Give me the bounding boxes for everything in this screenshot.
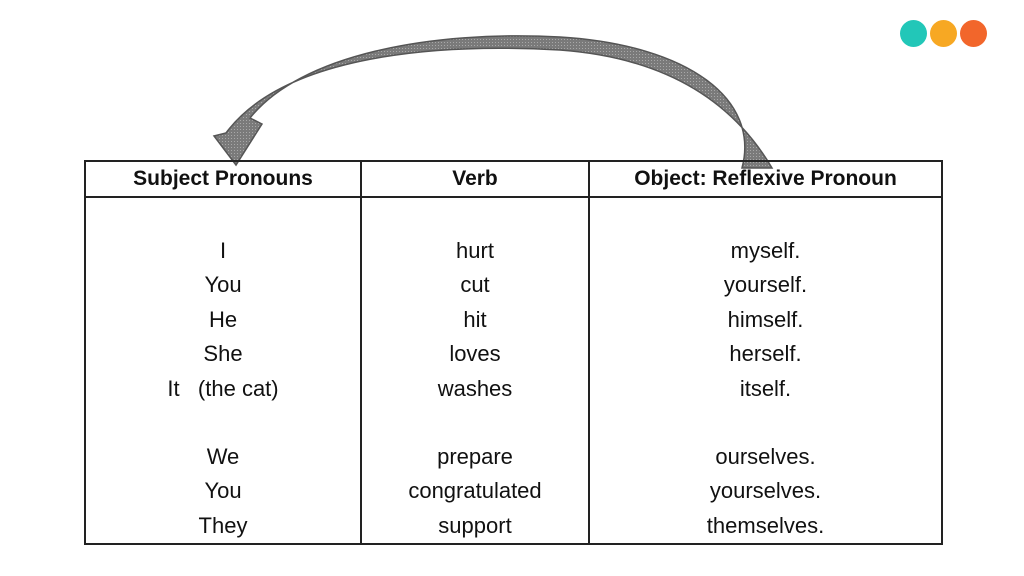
- pronoun-table: Subject Pronouns Verb Object: Reflexive …: [84, 160, 943, 546]
- list-item: I: [219, 238, 227, 263]
- red-dot: [960, 20, 987, 47]
- list-item: itself.: [739, 375, 792, 401]
- reflexives-column: myself. yourself. himself. herself. itse…: [588, 195, 943, 546]
- orange-dot: [930, 20, 957, 47]
- list-item: We: [206, 444, 240, 470]
- list-item: hit: [463, 306, 487, 332]
- list-item: cut: [460, 272, 490, 298]
- list-item: He: [208, 306, 238, 332]
- list-item: You: [204, 478, 242, 504]
- list-item: prepare: [437, 444, 513, 470]
- list-item: She: [203, 341, 243, 367]
- list-item: It (the cat): [167, 375, 279, 401]
- list-item: himself.: [727, 306, 804, 332]
- header-subject-pronouns: Subject Pronouns: [84, 160, 362, 198]
- group-spacer: [590, 406, 941, 440]
- list-item: yourselves.: [709, 478, 822, 504]
- verbs-column: hurt cut hit loves washes prepare congra…: [360, 195, 590, 546]
- list-item: washes: [437, 375, 513, 401]
- header-verb: Verb: [360, 160, 590, 198]
- teal-dot: [900, 20, 927, 47]
- list-item: They: [198, 512, 248, 538]
- subjects-column: I You He She It (the cat) We You They: [84, 195, 362, 546]
- list-item: loves: [449, 341, 501, 367]
- list-item: herself.: [729, 341, 802, 367]
- list-item: ourselves.: [715, 444, 816, 470]
- list-item: myself.: [730, 238, 801, 263]
- list-item: hurt: [456, 238, 494, 263]
- list-item: support: [438, 512, 512, 538]
- group-spacer: [362, 406, 588, 440]
- content-row: I You He She It (the cat) We You They hu…: [84, 195, 943, 546]
- window-dots: [900, 20, 987, 47]
- list-item: themselves.: [706, 512, 825, 538]
- list-item: congratulated: [408, 478, 542, 504]
- list-item: You: [204, 272, 242, 298]
- group-spacer: [86, 406, 360, 440]
- list-item: yourself.: [723, 272, 808, 298]
- header-row: Subject Pronouns Verb Object: Reflexive …: [84, 160, 943, 198]
- header-object-reflexive: Object: Reflexive Pronoun: [588, 160, 943, 198]
